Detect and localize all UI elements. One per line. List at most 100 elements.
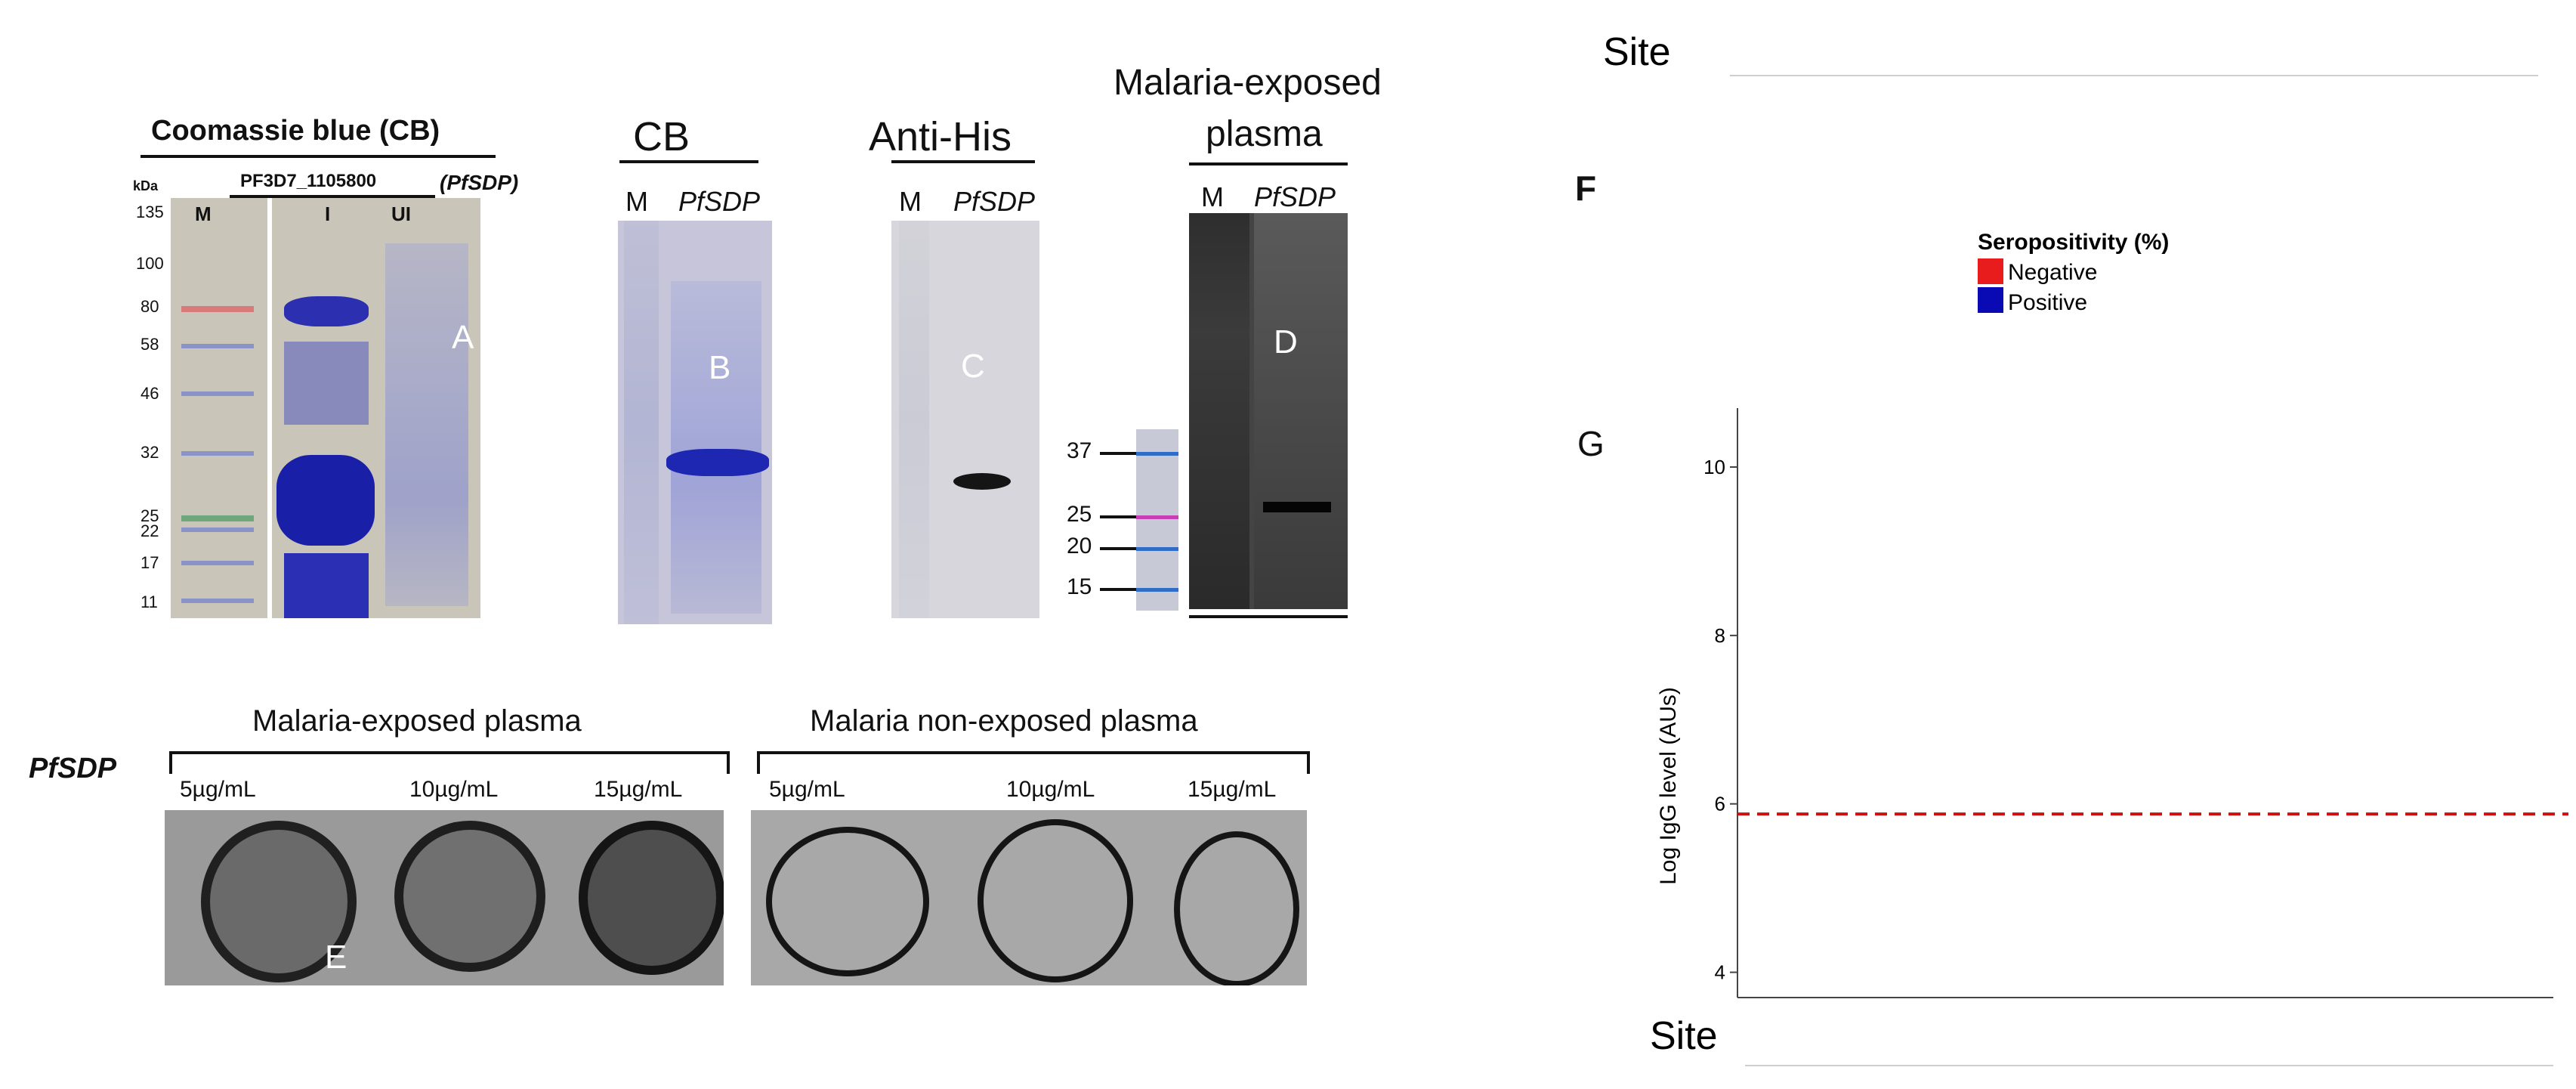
- marker-band: [181, 515, 254, 521]
- marker-band: [1136, 452, 1178, 456]
- panel-a-lane-i: I: [325, 203, 331, 225]
- marker-label: 58: [141, 335, 159, 354]
- marker-band: [181, 344, 254, 348]
- marker-label: 17: [141, 553, 159, 572]
- panel-a-gel: M I UI A: [171, 198, 480, 618]
- concentration-label: 10µg/mL: [409, 777, 499, 802]
- marker-band: [181, 527, 254, 532]
- panel-b-lane-pfsdp: PfSDP: [678, 186, 761, 217]
- concentration-label: 15µg/mL: [1188, 777, 1277, 802]
- panel-d-lane-m: M: [1201, 181, 1224, 212]
- marker-tick: [1100, 452, 1136, 455]
- panel-g-letter: G: [1577, 424, 1605, 463]
- panel-e-group2-bracket: [757, 751, 1310, 774]
- panel-c-gel: C: [891, 221, 1039, 618]
- dot-10: [394, 821, 545, 972]
- marker-band: [1136, 588, 1178, 592]
- boxplot-figure: Log IgG level (AUs) 4 6 8 10 AccraHoKint…: [1650, 408, 2568, 1066]
- panel-c-title: Anti-His: [869, 114, 1012, 159]
- marker-lane: [624, 221, 659, 624]
- dot-15: [579, 821, 724, 975]
- panel-d-blot: D: [1189, 213, 1348, 609]
- marker-label: 135: [136, 203, 164, 221]
- panel-a-lane-m: M: [195, 203, 212, 225]
- panel-a-title: Coomassie blue (CB): [151, 115, 440, 147]
- panel-d-title-line2: plasma: [1206, 114, 1323, 154]
- marker-tick: [1100, 588, 1136, 591]
- concentration-label: 5µg/mL: [180, 777, 256, 802]
- panel-a-lane-ui: UI: [391, 203, 411, 225]
- marker-band: [1136, 515, 1178, 519]
- dot-10: [978, 819, 1133, 982]
- panel-d-marker-strip: [1136, 429, 1178, 611]
- pie-chart-figure: Site Accra84.1Ho82.1Kintampo81.3Navrongo…: [1603, 30, 2538, 315]
- marker-band: [181, 391, 254, 396]
- sample-lane: [1254, 213, 1348, 609]
- marker-lane: [899, 221, 929, 618]
- panel-f-letter: F: [1575, 169, 1597, 208]
- uninduced-lane: [385, 243, 468, 606]
- marker-label: 37: [1067, 438, 1092, 463]
- panel-e-dotblot-exposed: E: [165, 810, 724, 985]
- panel-a-gene-underline: [230, 195, 435, 198]
- marker-label: 46: [141, 384, 159, 403]
- marker-band: [181, 306, 254, 312]
- panel-c-letter: C: [961, 348, 985, 385]
- marker-label: 22: [141, 521, 159, 540]
- dot-5: [766, 827, 929, 976]
- dot-5: [201, 821, 357, 982]
- boxplot-ytick-label: 10: [1703, 456, 1725, 478]
- panel-a-gene-label: PF3D7_1105800: [240, 171, 377, 191]
- panel-a-kda-label: kDa: [133, 178, 159, 193]
- panel-e-dotblot-nonexposed: [751, 810, 1307, 985]
- panel-d-letter: D: [1274, 323, 1298, 360]
- panel-a-gene-alias: (PfSDP): [440, 171, 519, 194]
- boxplot-ytick-label: 4: [1715, 961, 1725, 984]
- panel-e-group1-bracket: [169, 751, 730, 774]
- boxplot-ytick-label: 8: [1715, 624, 1725, 647]
- boxplot-ytick-label: 6: [1715, 793, 1725, 815]
- panel-c-lane-pfsdp: PfSDP: [953, 186, 1036, 217]
- panel-b-title: CB: [633, 114, 690, 159]
- panel-b-letter: B: [709, 349, 731, 386]
- marker-tick: [1100, 515, 1136, 518]
- pie-site-label: Site: [1603, 30, 1671, 74]
- panel-e-group1-label: Malaria-exposed plasma: [252, 704, 582, 738]
- marker-label: 20: [1067, 534, 1092, 558]
- marker-label: 25: [1067, 502, 1092, 527]
- protein-smear: [284, 342, 369, 425]
- protein-band: [666, 449, 769, 476]
- dot-15: [1174, 831, 1299, 985]
- legend-label-positive: Positive: [2008, 290, 2087, 315]
- panel-a-letter: A: [452, 319, 474, 356]
- panel-b-title-underline: [619, 160, 758, 163]
- marker-band: [181, 561, 254, 565]
- panel-c-lane-m: M: [899, 186, 922, 217]
- panel-e-letter: E: [325, 939, 347, 976]
- panel-d-title-line1: Malaria-exposed: [1113, 63, 1382, 103]
- concentration-label: 5µg/mL: [769, 777, 845, 802]
- box-group: AccraHoKintampoNavrongoAdults*********: [1730, 466, 2568, 973]
- marker-tick: [1100, 547, 1136, 550]
- marker-label: 25: [141, 506, 159, 525]
- marker-band: [1136, 547, 1178, 551]
- marker-label: 15: [1067, 574, 1092, 599]
- legend-swatch-positive: [1978, 287, 2003, 313]
- boxplot-site-label: Site: [1650, 1014, 1718, 1058]
- panel-b-gel: B: [618, 221, 772, 624]
- panel-a-title-underline: [141, 155, 496, 158]
- marker-lane: [1189, 213, 1249, 609]
- marker-band: [181, 451, 254, 456]
- legend-swatch-negative: [1978, 258, 2003, 284]
- marker-label: 11: [141, 592, 158, 611]
- panel-d-lane-pfsdp: PfSDP: [1254, 181, 1336, 212]
- panel-d-title-underline: [1189, 162, 1348, 166]
- protein-band: [284, 553, 369, 618]
- panel-e-row-label: PfSDP: [29, 753, 117, 784]
- legend-label-negative: Negative: [2008, 260, 2097, 285]
- panel-e-group2-label: Malaria non-exposed plasma: [810, 704, 1198, 738]
- legend-title: Seropositivity (%): [1978, 230, 2169, 255]
- panel-d-bottom-line: [1189, 615, 1348, 618]
- panel-b-lane-m: M: [625, 186, 648, 217]
- concentration-label: 10µg/mL: [1006, 777, 1095, 802]
